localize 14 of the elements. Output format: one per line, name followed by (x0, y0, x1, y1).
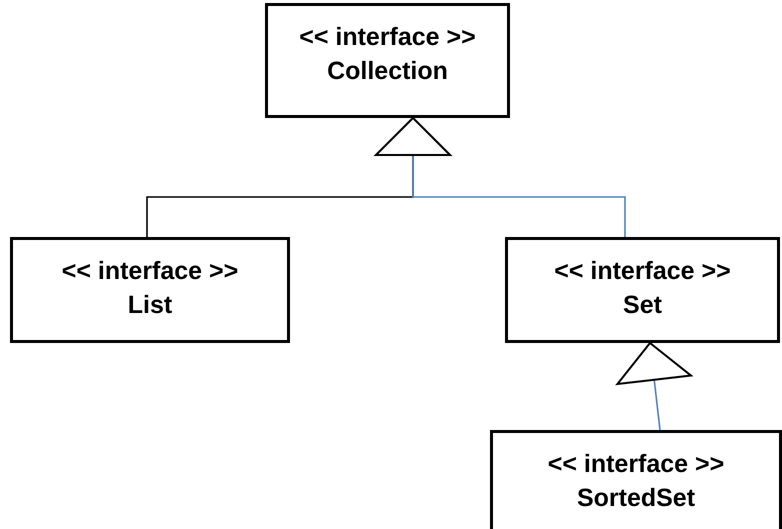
interface-name: Collection (327, 56, 448, 87)
stereotype-label: << interface >> (548, 449, 724, 480)
inheritance-arrow (375, 117, 626, 237)
stereotype-label: << interface >> (554, 256, 731, 287)
inheritance-arrow (616, 342, 692, 430)
interface-name: Set (623, 290, 662, 321)
interface-name: List (128, 290, 172, 321)
stereotype-label: << interface >> (299, 22, 476, 53)
interface-name: SortedSet (576, 483, 696, 514)
interface-box (265, 3, 510, 118)
interface-box (505, 237, 780, 343)
interface-box (10, 237, 290, 343)
stereotype-label: << interface >> (62, 256, 238, 287)
interface-box (490, 430, 782, 529)
